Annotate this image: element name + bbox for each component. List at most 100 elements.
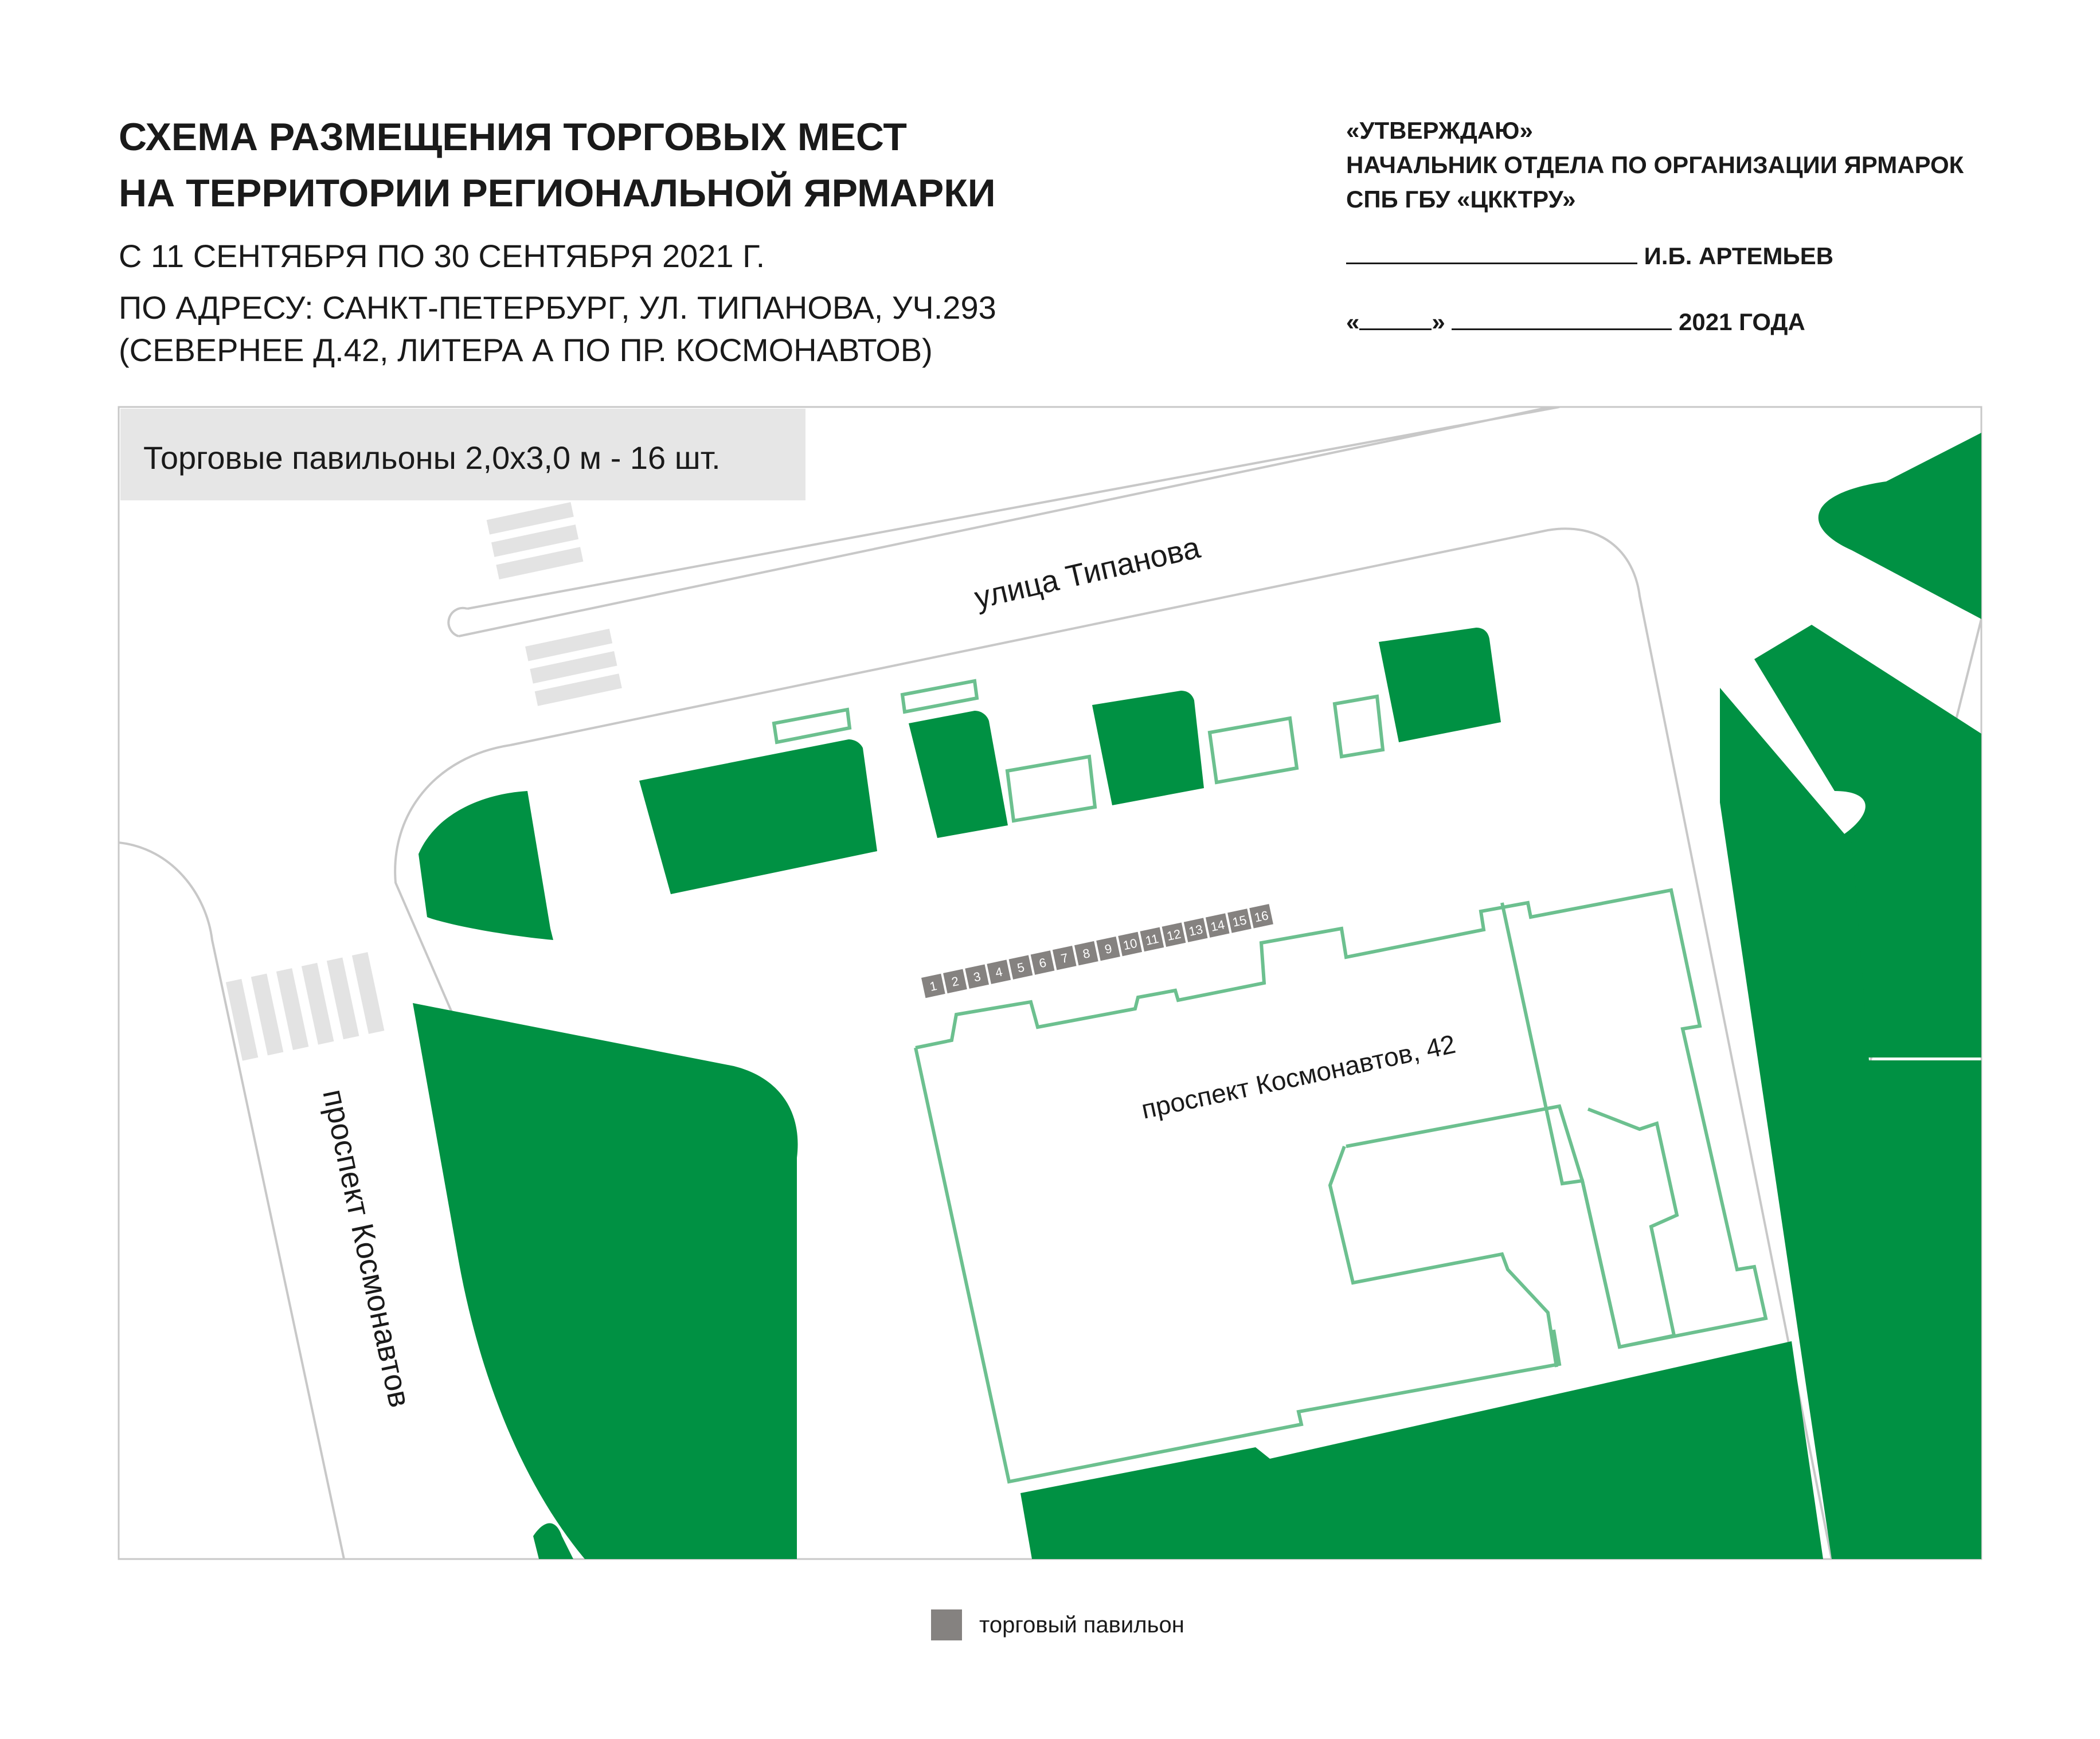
pavilion-10: 10 [1118,931,1143,957]
pavilion-6: 6 [1030,950,1055,975]
building-outline [914,888,1768,1484]
green-area-south [1020,1341,1823,1559]
date-year-suffix: 2021 ГОДА [1679,308,1805,335]
pavilion-box [1052,946,1077,970]
green-area-corner [419,791,553,940]
pavilion-number: 14 [1209,917,1226,934]
info-box-text: Торговые павильоны 2,0х3,0 м - 16 шт. [143,440,721,476]
approval-line-2: НАЧАЛЬНИК ОТДЕЛА ПО ОРГАНИЗАЦИИ ЯРМАРОК [1346,151,1964,178]
pavilion-box [1162,922,1186,947]
pavilion-number: 8 [1081,946,1091,961]
map-frame [118,406,1982,1560]
legend-pavilion-label: торговый павильон [979,1612,1184,1638]
pavilion-1: 1 [921,973,945,998]
fair-dates: С 11 СЕНТЯБРЯ ПО 30 СЕНТЯБРЯ 2021 Г. [119,238,765,274]
outlined-lot-2 [900,679,979,714]
outlined-lots [772,679,1385,823]
crosswalk-west [225,952,385,1061]
approval-line-1: «УТВЕРЖДАЮ» [1346,117,1533,144]
green-lawn-2 [909,711,1008,838]
outlined-lot-4 [1207,716,1299,785]
crosswalks [225,502,622,1061]
outlined-lot-3 [1005,754,1097,823]
pavilion-14: 14 [1205,913,1230,938]
pavilion-box [1074,941,1098,966]
pavilion-box [1249,904,1273,929]
pavilion-box [1205,913,1230,938]
outlined-lot-5 [1332,694,1385,759]
green-area-northeast [1818,433,1981,619]
tipanova-road-end [447,606,468,637]
pavilion-number: 3 [972,969,982,985]
pavilion-15: 15 [1227,908,1252,933]
title-line-2: НА ТЕРРИТОРИИ РЕГИОНАЛЬНОЙ ЯРМАРКИ [119,171,996,215]
day-blank [1359,306,1432,330]
green-area-southwest [413,1003,798,1559]
pavilion-number: 16 [1253,908,1270,925]
legend-pavilion-swatch [931,1609,962,1640]
pavilion-2: 2 [943,969,967,994]
signatory-name: И.Б. АРТЕМЬЕВ [1644,242,1834,269]
pavilion-8: 8 [1074,941,1098,966]
signature-line: И.Б. АРТЕМЬЕВ [1346,240,1833,270]
pavilion-number: 1 [928,978,938,994]
approval-block: «УТВЕРЖДАЮ» НАЧАЛЬНИК ОТДЕЛА ПО ОРГАНИЗА… [1346,113,1964,217]
pavilion-13: 13 [1183,918,1208,942]
pavilion-11: 11 [1140,927,1164,952]
green-area-east-2 [1720,688,1981,1559]
pavilion-number: 10 [1122,936,1139,953]
date-open-quote: « [1346,308,1360,335]
pavilion-box [987,959,1011,984]
building-south-outline [914,1047,1562,1484]
pavilion-5: 5 [1008,955,1033,980]
pavilion-7: 7 [1052,946,1077,970]
address-line-1: ПО АДРЕСУ: САНКТ-ПЕТЕРБУРГ, УЛ. ТИПАНОВА… [119,289,996,326]
pavilion-box [921,973,945,998]
pavilion-number: 2 [950,974,960,989]
pavilion-box [943,969,967,994]
pavilion-12: 12 [1162,922,1186,947]
building-inner-outline [1328,1145,1558,1368]
pavilion-box [1183,918,1208,942]
pavilion-number: 5 [1016,960,1026,976]
title-line-1: СХЕМА РАЗМЕЩЕНИЯ ТОРГОВЫХ МЕСТ [119,115,907,159]
pavilion-box [1030,950,1055,975]
green-areas [413,433,1981,1559]
pavilion-number: 11 [1144,931,1160,948]
pavilion-box [965,964,990,989]
approval-line-3: СПБ ГБУ «ЦККТРУ» [1346,186,1576,213]
pavilion-16: 16 [1249,904,1273,929]
signature-blank [1346,240,1637,264]
pavilion-box [1096,936,1120,961]
building-courtyard-outline [1346,1104,1679,1349]
map-info-box: Торговые павильоны 2,0х3,0 м - 16 шт. [120,409,805,500]
green-lawn-4 [1379,628,1501,742]
date-close-quote: » [1432,308,1445,335]
pavilion-box [1008,955,1033,980]
page-title: СХЕМА РАЗМЕЩЕНИЯ ТОРГОВЫХ МЕСТ НА ТЕРРИТ… [119,109,996,221]
pavilion-number: 15 [1231,912,1248,930]
block-outline [510,527,1833,1559]
pavilion-box [1118,931,1143,957]
pavilion-number: 4 [994,965,1004,980]
green-area-small [533,1523,573,1559]
approval-date-line: « » 2021 ГОДА [1346,306,1805,336]
pavilion-box [1140,927,1164,952]
address-line-2: (СЕВЕРНЕЕ Д.42, ЛИТЕРА А ПО ПР. КОСМОНАВ… [119,332,933,368]
pavilion-number: 13 [1187,922,1204,939]
map-legend: торговый павильон [931,1609,1184,1640]
kosmonavtov-road-edge-east [394,744,690,1559]
pavilion-number: 9 [1104,941,1113,957]
month-blank [1452,306,1672,330]
green-lawn-1 [639,739,877,894]
crosswalk-north [486,502,622,706]
building-main-outline [915,888,1768,1349]
pavilion-box [1227,908,1252,933]
kosmonavtov-road-edge-west [119,841,345,1559]
tipanova-road-edge [458,407,1560,637]
pavilion-number: 7 [1059,950,1069,966]
green-lawn-3 [1092,691,1204,805]
outlined-lot-1 [772,707,852,745]
